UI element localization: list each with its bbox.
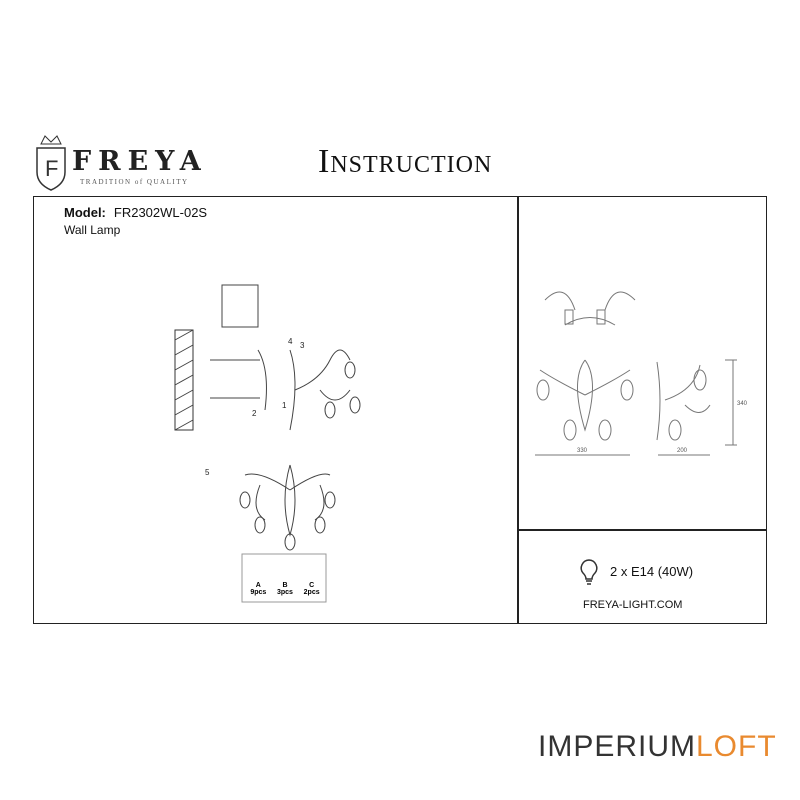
- brand-name: FREYA: [72, 146, 208, 177]
- svg-text:330: 330: [577, 448, 588, 454]
- divider: [517, 196, 519, 624]
- svg-text:1: 1: [282, 401, 287, 410]
- assembly-diagram: 4 3 2 1 5: [170, 280, 390, 610]
- freya-logo-icon: F: [33, 132, 69, 192]
- part-a: A9pcs: [250, 582, 266, 596]
- svg-text:340: 340: [737, 401, 748, 407]
- watermark: IMPERIUMLOFT: [538, 730, 777, 764]
- svg-text:200: 200: [677, 448, 688, 454]
- parts-list: A9pcs B3pcs C2pcs: [245, 582, 325, 596]
- bulb-spec: 2 x E14 (40W): [610, 564, 693, 579]
- brand-tagline: TRADITION of QUALITY: [80, 178, 189, 186]
- svg-text:5: 5: [205, 468, 210, 477]
- wiring-box: [222, 285, 258, 327]
- svg-text:3: 3: [300, 341, 305, 350]
- product-type: Wall Lamp: [64, 223, 120, 237]
- page-title: Instruction: [318, 143, 492, 181]
- model-number: FR2302WL-02S: [114, 205, 207, 220]
- part-c: C2pcs: [304, 582, 320, 596]
- website-link[interactable]: FREYA-LIGHT.COM: [583, 599, 682, 611]
- svg-text:2: 2: [252, 409, 257, 418]
- lightbulb-icon: [578, 558, 600, 586]
- dimension-drawing: 330 200 340: [525, 280, 755, 470]
- divider: [517, 529, 767, 531]
- svg-text:F: F: [45, 156, 58, 181]
- part-b: B3pcs: [277, 582, 293, 596]
- model-line: Model: FR2302WL-02S: [64, 205, 207, 220]
- svg-text:4: 4: [288, 337, 293, 346]
- model-label: Model:: [64, 205, 106, 220]
